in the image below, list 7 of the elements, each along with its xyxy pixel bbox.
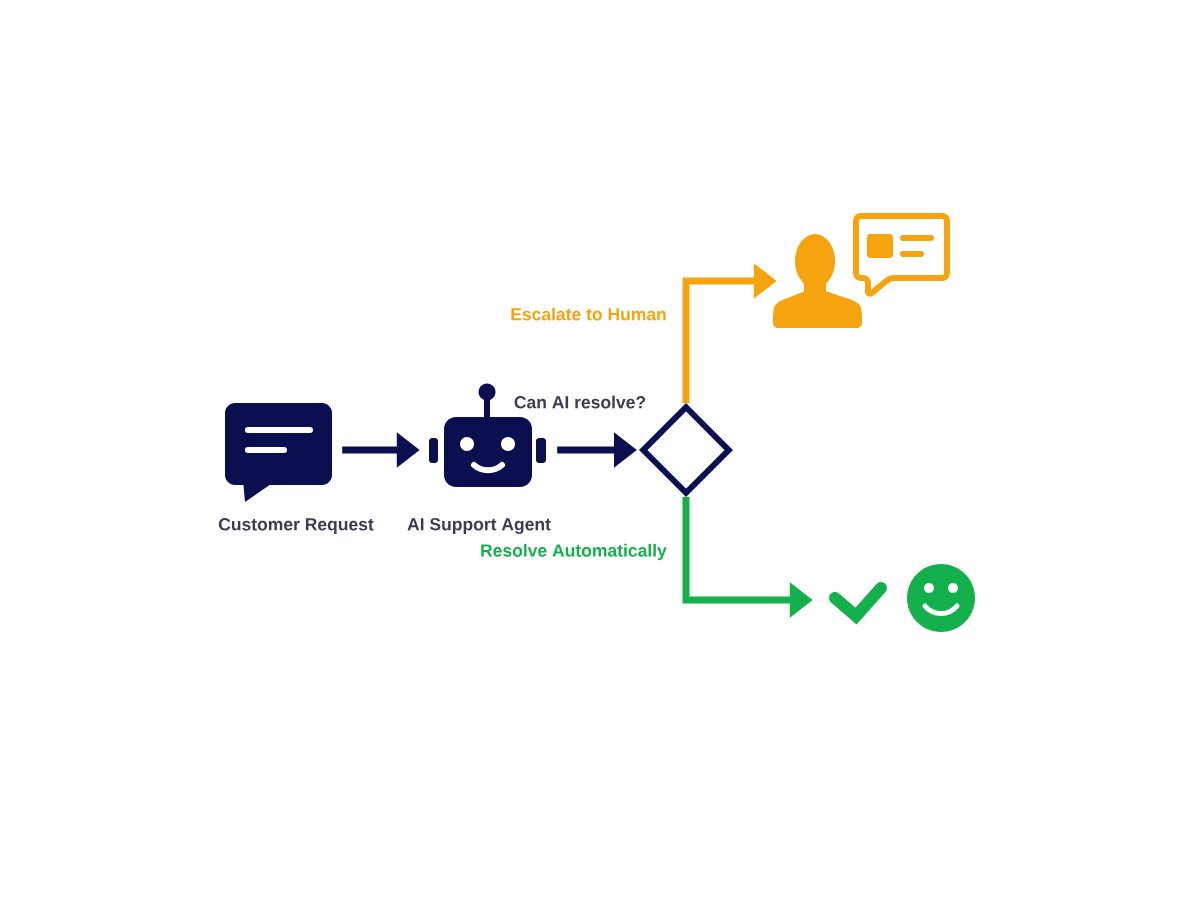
- node-label: Can AI resolve?: [514, 395, 646, 409]
- node-label: Customer Request: [218, 518, 374, 534]
- edge-label: Resolve Automatically: [479, 542, 668, 562]
- edge-label: Escalate to Human: [509, 306, 668, 322]
- check-and-smiley-icon: [829, 564, 975, 632]
- person-with-chat-icon: [773, 213, 950, 328]
- node-label: AI Support Agent: [407, 518, 551, 534]
